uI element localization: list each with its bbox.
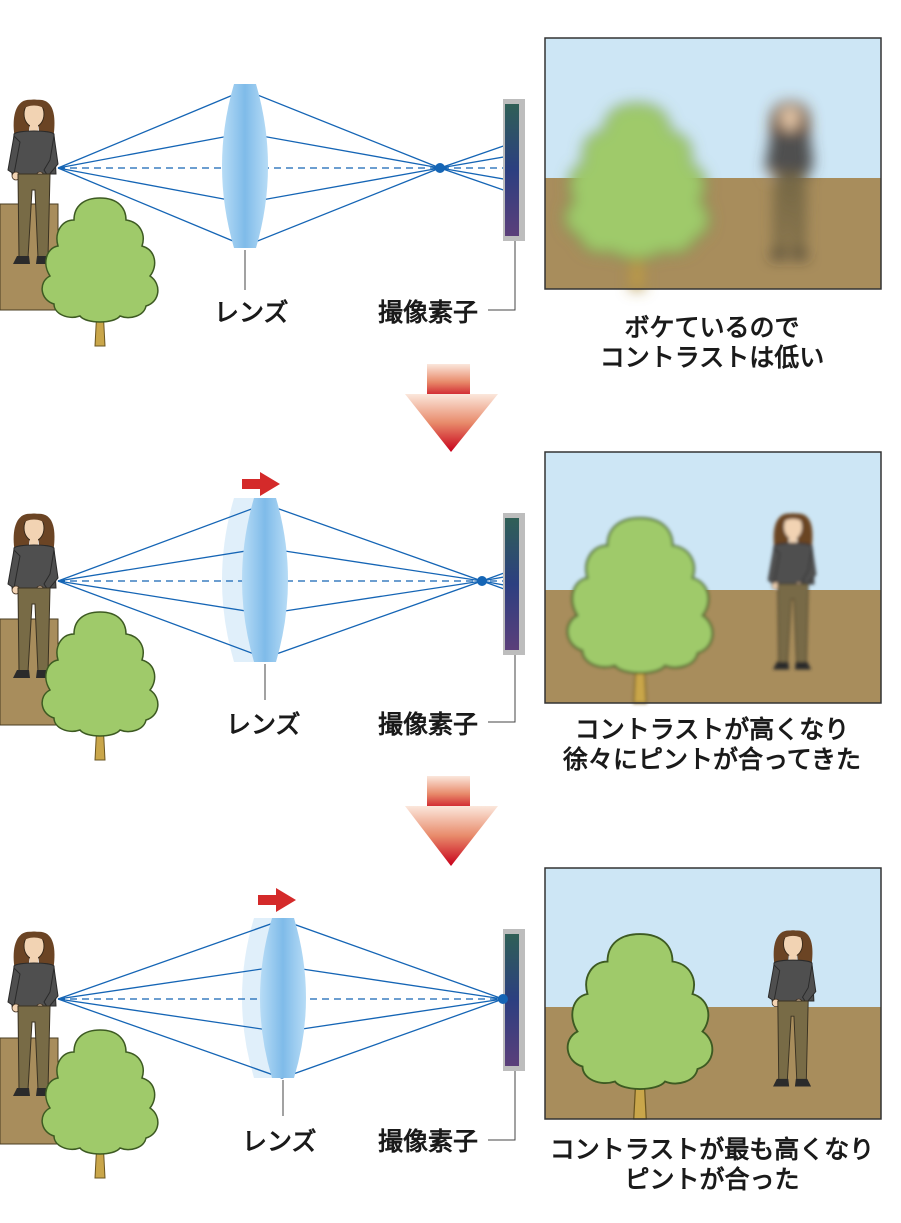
subject-tree bbox=[41, 1029, 159, 1179]
caption-line-2: 徐々にピントが合ってきた bbox=[562, 745, 861, 774]
light-rays bbox=[57, 89, 516, 247]
caption-line-1: コントラストが高くなり bbox=[575, 715, 850, 744]
focal-point bbox=[498, 994, 508, 1004]
lens-move-arrow bbox=[242, 472, 280, 496]
sensor-label: 撮像素子 bbox=[378, 298, 478, 327]
lens bbox=[260, 918, 306, 1078]
subject-tree bbox=[41, 611, 159, 761]
panel-3: レンズ 撮像素子 コントラストが最も高くなり ピントが合った bbox=[0, 867, 882, 1194]
caption-line-1: コントラストが最も高くなり bbox=[550, 1135, 875, 1164]
caption-line-1: ボケているので bbox=[624, 313, 799, 342]
focal-point bbox=[435, 163, 445, 173]
sensor-label: 撮像素子 bbox=[378, 1127, 478, 1156]
captured-image bbox=[544, 867, 882, 1120]
down-arrow-2 bbox=[405, 776, 498, 866]
panel-1: レンズ 撮像素子 ボケているので コントラストは低い bbox=[0, 37, 882, 372]
down-arrow-1 bbox=[405, 364, 498, 452]
lens-label: レンズ bbox=[214, 298, 289, 327]
subject-tree bbox=[41, 197, 159, 347]
caption-line-2: ピントが合った bbox=[624, 1165, 799, 1194]
lens-label: レンズ bbox=[226, 710, 301, 739]
focal-point bbox=[477, 576, 487, 586]
lens-move-arrow bbox=[258, 888, 296, 912]
captured-image bbox=[544, 37, 882, 290]
sensor-label: 撮像素子 bbox=[378, 710, 478, 739]
lens-label: レンズ bbox=[242, 1127, 317, 1156]
panel-2: レンズ 撮像素子 コントラストが高くなり 徐々にピントが合ってきた bbox=[0, 451, 882, 774]
captured-image bbox=[544, 451, 882, 704]
lens bbox=[242, 498, 288, 662]
caption-line-2: コントラストは低い bbox=[600, 343, 825, 372]
lens bbox=[222, 84, 268, 248]
